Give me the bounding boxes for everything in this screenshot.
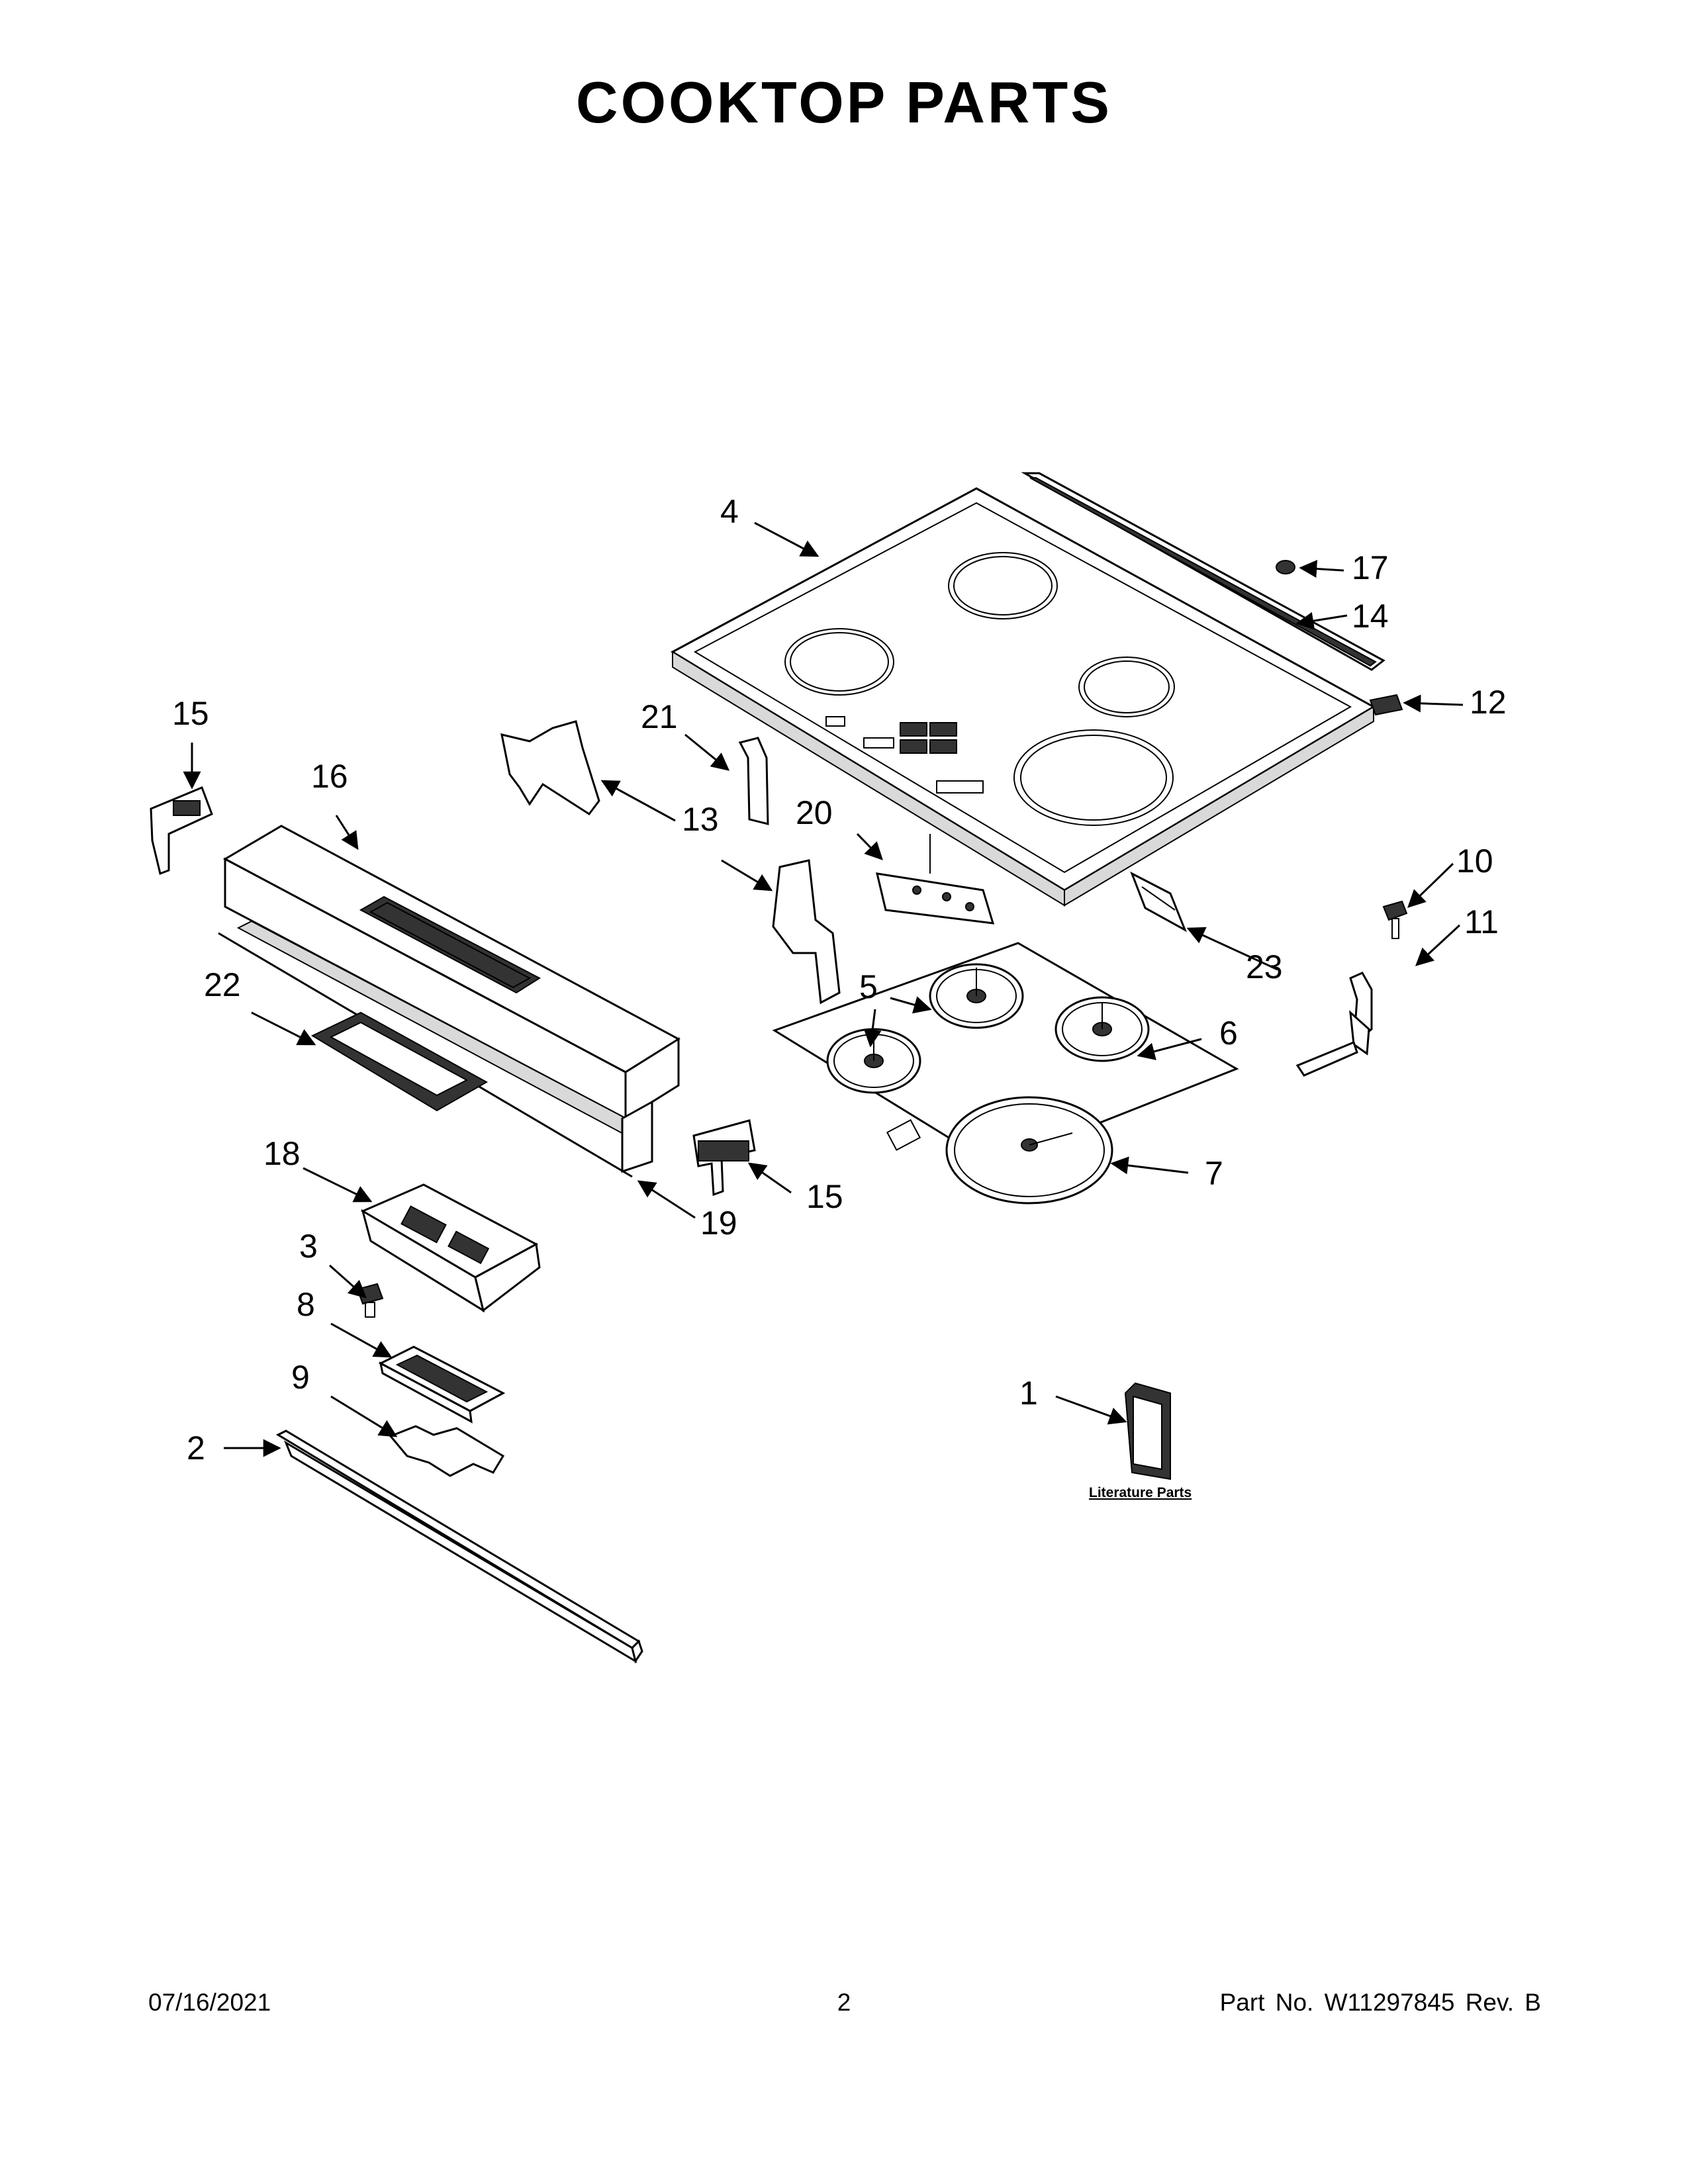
- heating-element-7: [945, 1096, 1113, 1205]
- bracket-23: [1130, 871, 1187, 933]
- callout-20: 20: [796, 794, 833, 831]
- callout-14: 14: [1352, 598, 1389, 635]
- footer-date: 07/16/2021: [148, 1989, 271, 2016]
- front-trim-2: [275, 1430, 643, 1664]
- literature-parts-label: Literature Parts: [1089, 1485, 1192, 1500]
- bracket-13-lower: [772, 859, 841, 1005]
- clip-12: [1369, 694, 1403, 716]
- callout-10: 10: [1456, 842, 1493, 880]
- callout-7: 7: [1205, 1155, 1223, 1192]
- callout-18: 18: [263, 1135, 301, 1172]
- bracket-21: [738, 737, 769, 825]
- bracket-11: [1295, 972, 1373, 1077]
- callout-9: 9: [291, 1359, 310, 1396]
- literature-1: Literature Parts: [1089, 1382, 1192, 1500]
- control-board-20: [876, 834, 995, 925]
- callout-15-right: 15: [806, 1178, 843, 1215]
- end-cap-15-right: [692, 1119, 756, 1197]
- bracket-9: [389, 1425, 505, 1477]
- cooktop-glass: [670, 487, 1376, 907]
- element-tray: [772, 942, 1239, 1166]
- footer-part-number: Part No. W11297845 Rev. B: [1219, 1989, 1541, 2016]
- callout-11: 11: [1464, 903, 1499, 940]
- callout-6: 6: [1219, 1015, 1238, 1052]
- gasket-22: [310, 1011, 489, 1112]
- callout-15-left: 15: [172, 695, 209, 732]
- callout-8: 8: [297, 1286, 315, 1323]
- callout-numbers: 4 17 14 12 15 16 21 13 20 23 10 11 22 5 …: [172, 493, 1507, 1467]
- callout-4: 4: [720, 493, 739, 530]
- page-title: COOKTOP PARTS: [576, 69, 1112, 135]
- heating-element-5-front: [826, 1028, 921, 1094]
- control-board-18: [360, 1183, 541, 1313]
- touch-control-icons: [825, 716, 984, 794]
- leader-lines: [183, 522, 1464, 1457]
- screw-10: [1382, 900, 1408, 939]
- heating-element-6: [1055, 996, 1150, 1062]
- heating-element-5-rear: [929, 963, 1024, 1029]
- bumper-17: [1276, 560, 1295, 574]
- callout-3: 3: [299, 1228, 318, 1265]
- callout-22: 22: [204, 966, 241, 1003]
- footer-page-number: 2: [837, 1989, 851, 2016]
- bracket-13-upper: [500, 720, 600, 816]
- callout-19: 19: [700, 1205, 737, 1242]
- callout-16: 16: [311, 758, 348, 795]
- callout-1: 1: [1019, 1375, 1038, 1412]
- callout-12: 12: [1470, 684, 1507, 721]
- rear-trim: [1021, 472, 1385, 671]
- callout-13: 13: [682, 801, 719, 838]
- control-console-16: [222, 825, 680, 1173]
- callout-5: 5: [859, 968, 878, 1005]
- callout-21: 21: [641, 698, 678, 735]
- callout-23: 23: [1246, 948, 1283, 985]
- bracket-8: [378, 1345, 506, 1424]
- callout-2: 2: [187, 1430, 205, 1467]
- callout-17: 17: [1352, 549, 1389, 586]
- end-cap-15-left: [150, 786, 213, 876]
- screw-3: [356, 1283, 384, 1318]
